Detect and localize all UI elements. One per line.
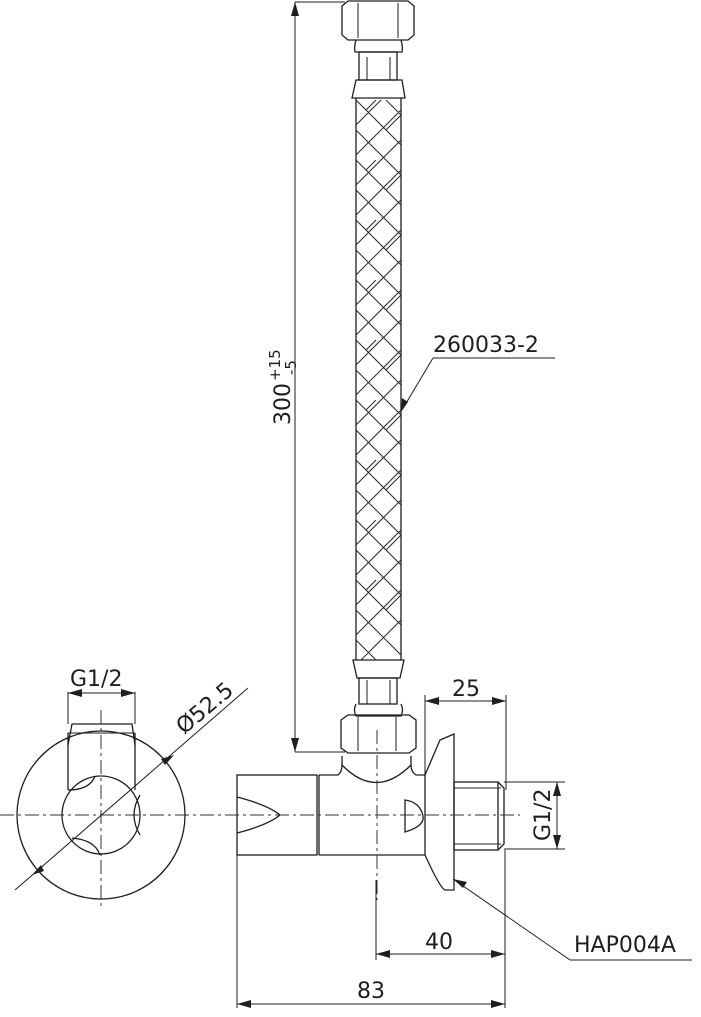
thread-top-label: G1/2	[70, 667, 122, 692]
dim-handle-offset: 25	[424, 677, 507, 790]
dim-center-to-end: 40	[375, 850, 506, 1008]
flange-diameter-label: Ø52.5	[172, 678, 239, 740]
hose-tol-upper: +15	[266, 349, 284, 381]
leader-hose-part: 260033-2	[401, 333, 555, 412]
center-to-end-label: 40	[425, 930, 453, 955]
end-view	[14, 687, 249, 900]
overall-length-label: 83	[357, 979, 385, 1004]
valve-body	[236, 733, 505, 891]
dim-thread-top: G1/2	[67, 667, 136, 724]
leader-handle-part: HAP004A	[452, 878, 692, 961]
handle-offset-label: 25	[452, 677, 480, 702]
dim-thread-side: G1/2	[504, 781, 565, 850]
hose-top-nut	[341, 0, 415, 99]
hose-bottom-ferrule	[352, 659, 405, 717]
thread-side-label: G1/2	[531, 789, 556, 841]
hose-tol-lower: -5	[282, 360, 300, 375]
hose-length-label: 300	[271, 383, 296, 425]
dim-overall-length: 83	[236, 855, 505, 1008]
centre-lines	[0, 710, 520, 910]
dim-hose-length: 300 +15 -5	[266, 1, 345, 753]
valve-nut	[340, 714, 417, 754]
hose-part-number: 260033-2	[433, 333, 539, 358]
braided-hose	[355, 98, 402, 660]
handle-part-number: HAP004A	[574, 933, 676, 958]
